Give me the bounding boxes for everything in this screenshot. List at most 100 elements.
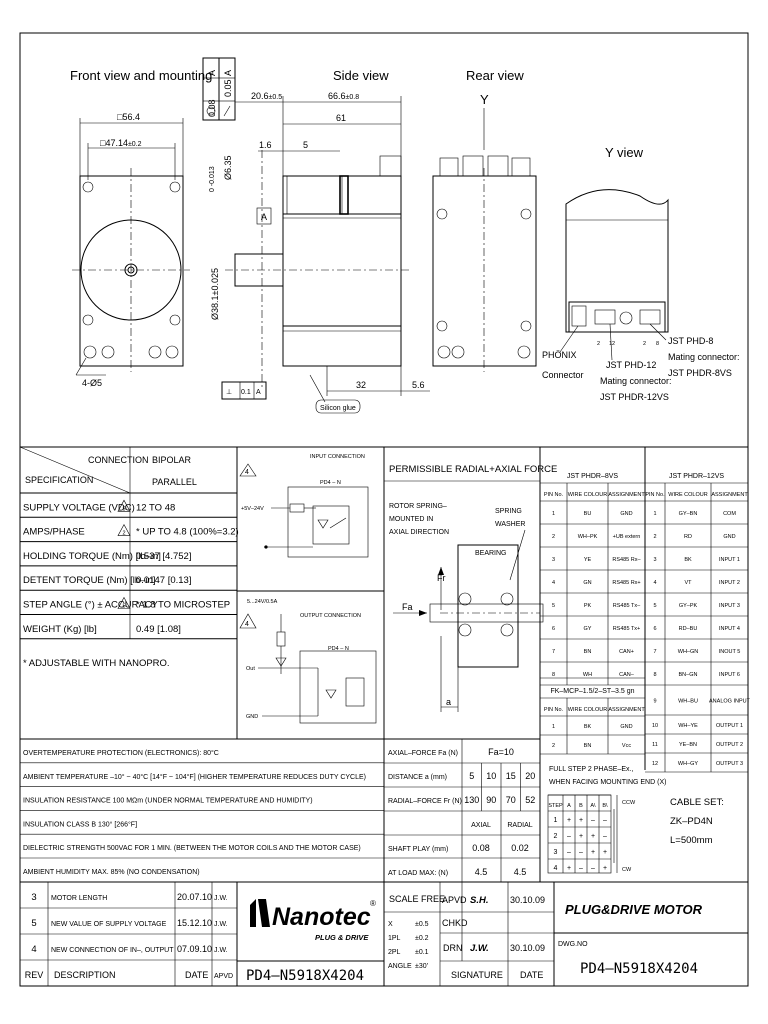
tol-val-0: ±0.5 [415, 921, 429, 928]
warning-mark-0 [117, 499, 131, 512]
jst8-head-1: WIRE COLOUR [568, 492, 607, 498]
warning-mark-1 [117, 523, 131, 536]
cable-l3: L=500mm [670, 835, 713, 846]
tol-val-1: ±0.2 [415, 935, 429, 942]
spec-bipolar: BIPOLAR [152, 455, 192, 465]
distance-1: 10 [486, 771, 496, 781]
dim-1-6: 1.6 [259, 140, 272, 150]
step-cell-1-3: + [591, 833, 595, 840]
force-title: PERMISSIBLE RADIAL+AXIAL FORCE [389, 464, 557, 475]
distance-3: 20 [525, 771, 535, 781]
phoenix-label-2: Connector [542, 370, 584, 380]
jst8-cell-7-0: 8 [552, 672, 555, 678]
warning-mark-num-1: 2 [122, 531, 125, 537]
brand-reg: ® [370, 899, 376, 908]
jst8-cell-0-1: BU [584, 511, 592, 517]
apvd-signature: S.H. [470, 895, 488, 906]
dim-5: 5 [303, 140, 308, 150]
step-head-4: B\ [602, 803, 608, 809]
brand-tag: PLUG & DRIVE [315, 933, 369, 942]
step-cell-1-1: – [567, 833, 571, 840]
front-view-title: Front view and mounting [70, 68, 212, 83]
rev-date-2: 07.09.10 [177, 944, 212, 954]
jst12-cell-11-1: WH–GY [678, 761, 699, 767]
jst8-head-0: PIN No. [544, 492, 564, 498]
tol-key-3: ANGLE [388, 963, 412, 970]
note-1: AMBIENT TEMPERATURE –10° ~ 40°C [14°F ~ … [23, 773, 366, 781]
rev-desc-0: MOTOR LENGTH [51, 895, 107, 902]
rev-head-desc: DESCRIPTION [54, 970, 116, 980]
step-cell-2-2: – [579, 849, 583, 856]
apvd-label: APVD [442, 895, 467, 905]
radial-1: 90 [486, 795, 496, 805]
front-view: □56.4 □47.14±0.2 4-Ø5 [72, 112, 190, 388]
tol-key-1: 1PL [388, 935, 401, 942]
step-ccw: CCW [622, 800, 636, 806]
tol-key-2: 2PL [388, 949, 401, 956]
step-head-0: STEP [548, 803, 563, 809]
pin-8: 8 [656, 341, 659, 347]
note-0: OVERTEMPERATURE PROTECTION (ELECTRONICS)… [23, 749, 219, 757]
jst12-cell-6-2: INOUT 5 [719, 649, 741, 655]
spec-label-4: STEP ANGLE (°) ± ACCURACY [23, 600, 159, 611]
jst12-cell-4-1: GY–PK [679, 603, 698, 609]
step-title-2: WHEN FACING MOUNTING END (X) [549, 779, 666, 786]
dwg-no: PD4–N5918X4204 [580, 961, 698, 977]
pin-12: 12 [609, 341, 615, 347]
jst12-cell-10-0: 11 [652, 742, 658, 748]
jst8-cell-5-2: RS485 Tx+ [613, 626, 641, 632]
jst12-cell-7-2: INPUT 6 [719, 672, 740, 678]
tol-datum-a: A [207, 70, 217, 76]
jst8-cell-1-1: WH–PK [578, 534, 598, 540]
warning-mark-4 [117, 596, 131, 609]
step-head-1: A [567, 803, 571, 809]
jst12-cell-0-1: GY–BN [679, 511, 698, 517]
jst12-cell-6-1: WH–GN [678, 649, 699, 655]
dwg-no-label: DWG.NO [558, 941, 588, 948]
step-cell-0-1: + [567, 817, 571, 824]
axial-head: AXIAL [471, 822, 491, 829]
side-view-title: Side view [333, 68, 389, 83]
chkd-label: CHKD [442, 918, 468, 928]
jst12-cell-8-0: 9 [653, 699, 656, 705]
force-diagram: PERMISSIBLE RADIAL+AXIAL FORCE ROTOR SPR… [384, 464, 557, 712]
jst8-cell-7-1: WH [583, 672, 592, 678]
input-connection-title: INPUT CONNECTION [310, 454, 365, 460]
cable-l1: CABLE SET: [670, 797, 724, 808]
step-cell-2-3: + [591, 849, 595, 856]
rev-desc-2: NEW CONNECTION OF IN–, OUTPUT [51, 947, 174, 954]
spec-value-3: 0.0147 [0.13] [136, 575, 191, 586]
jst8-cell-4-2: RS485 Tx– [613, 603, 641, 609]
step-cell-1-4: – [603, 833, 607, 840]
dim-shaft-tol: 0 -0.013 [209, 166, 216, 192]
radial-0: 130 [464, 795, 479, 805]
step-cell-3-0: 4 [554, 865, 558, 872]
tol-val-2: ±0.1 [415, 949, 429, 956]
axial-label-1: AXIAL–FORCE Fa (N) [388, 750, 458, 757]
fk-cell-0-0: 1 [552, 724, 555, 730]
jst12-head-0: PIN No. [645, 492, 665, 498]
jst-phd8-label: JST PHD-8 [668, 336, 713, 346]
jst-phd12-mate: Mating connector: [600, 376, 672, 386]
pin-2b: 2 [643, 341, 646, 347]
fa-label: Fa [402, 602, 413, 612]
rev-num-1: 5 [31, 918, 36, 929]
warning-mark-num-4: 5 [122, 604, 125, 610]
jst12-cell-7-1: BN–GN [679, 672, 698, 678]
output-box-label: PD4 – N [328, 646, 349, 652]
step-cell-3-3: – [591, 865, 595, 872]
general-notes: OVERTEMPERATURE PROTECTION (ELECTRONICS)… [20, 738, 540, 883]
jst8-cell-5-0: 6 [552, 626, 555, 632]
jst12-cell-10-1: YE–BN [679, 742, 697, 748]
jst-phd12-part: JST PHDR-12VS [600, 392, 669, 402]
rev-apvd-2: J.W. [214, 947, 228, 954]
circuits: INPUT CONNECTION 4 PD4 – N +5V–24V 5...2… [237, 447, 385, 882]
jst8-cell-6-2: CAN+ [619, 649, 634, 655]
dim-56-4: □56.4 [117, 112, 140, 122]
phoenix-label-1: PHÖNIX [542, 350, 577, 360]
drn-signature: J.W. [470, 943, 489, 954]
spec-specification: SPECIFICATION [25, 475, 93, 485]
jst8-cell-2-2: RS485 Rx– [612, 557, 641, 563]
